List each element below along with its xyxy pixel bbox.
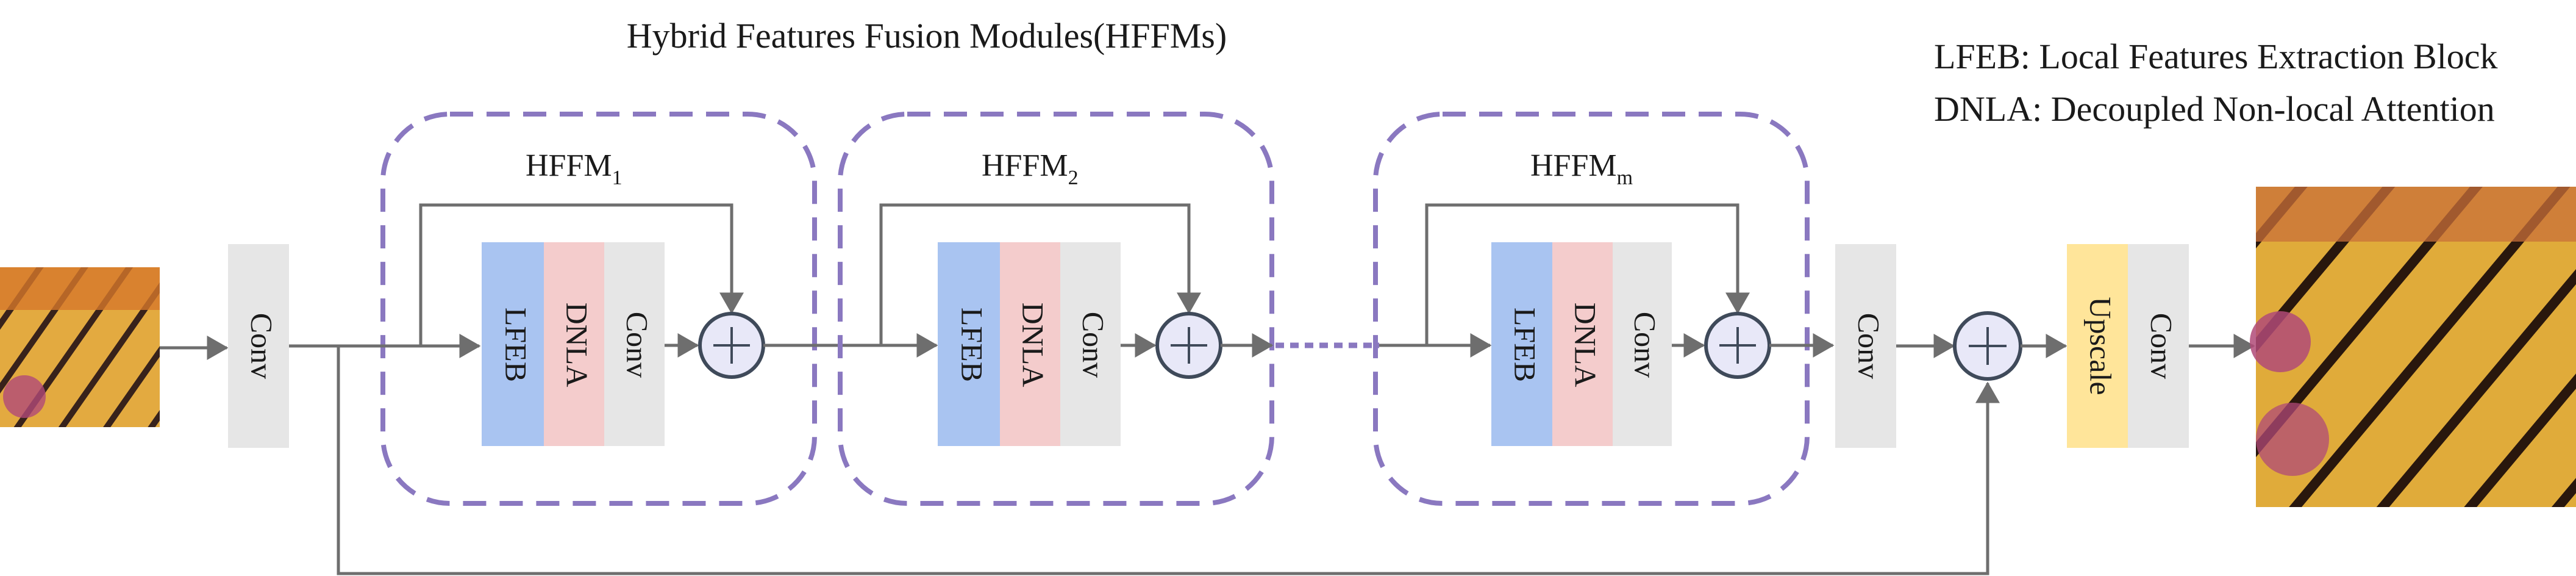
dnla-2-label: DNLA [1016,303,1051,387]
dnla-block-m [1552,242,1613,446]
legend-dnla: DNLA: Decoupled Non-local Attention [1934,89,2495,129]
sum-node-m [1704,312,1771,379]
global-skip-connection [337,346,2000,575]
conv-block-final [2128,244,2189,448]
sum-node-2 [1155,312,1222,379]
hffm-2-label: HFFM2 [982,148,1079,189]
dnla-1-label: DNLA [560,303,594,387]
conv-block-1 [604,242,665,446]
lfeb-block-m [1491,242,1552,446]
hffm-1-label: HFFM1 [526,148,623,189]
conv-head-label: Conv [245,313,279,379]
hffm-module-m [1373,112,1810,506]
conv-block-tail [1835,244,1896,448]
conv-block-2 [1060,242,1121,446]
legend-lfeb: LFEB: Local Features Extraction Block [1934,37,2498,76]
dnla-block-2 [1000,242,1060,446]
sum-node-1 [698,312,765,379]
conv-m-label: Conv [1629,312,1663,378]
upscale-label: Upscale [2084,297,2118,395]
lfeb-1-label: LFEB [499,308,533,382]
conv-block-head [228,244,289,448]
lfeb-block-2 [938,242,1000,446]
dnla-block-1 [544,242,604,446]
diagram-title: Hybrid Features Fusion Modules(HFFMs) [627,16,1227,56]
hffm-2-residual [879,203,1201,345]
hffm-module-2 [838,112,1274,506]
lfeb-2-label: LFEB [955,308,990,382]
dnla-m-label: DNLA [1569,303,1603,387]
output-image [2250,187,2576,507]
conv-tail-label: Conv [1852,313,1886,379]
hffm-m-label: HFFMm [1530,148,1633,189]
conv-block-m [1613,242,1672,446]
lfeb-m-label: LFEB [1508,308,1543,382]
upscale-block [2067,244,2128,448]
conv-2-label: Conv [1077,312,1111,378]
hffm-1-residual [419,203,744,346]
hffm-m-residual [1425,203,1750,345]
sum-node-global [1953,311,2022,381]
input-image [0,267,160,427]
hffm-module-1 [380,112,817,506]
conv-final-label: Conv [2145,313,2179,379]
lfeb-block-1 [482,242,544,446]
conv-1-label: Conv [621,312,655,378]
